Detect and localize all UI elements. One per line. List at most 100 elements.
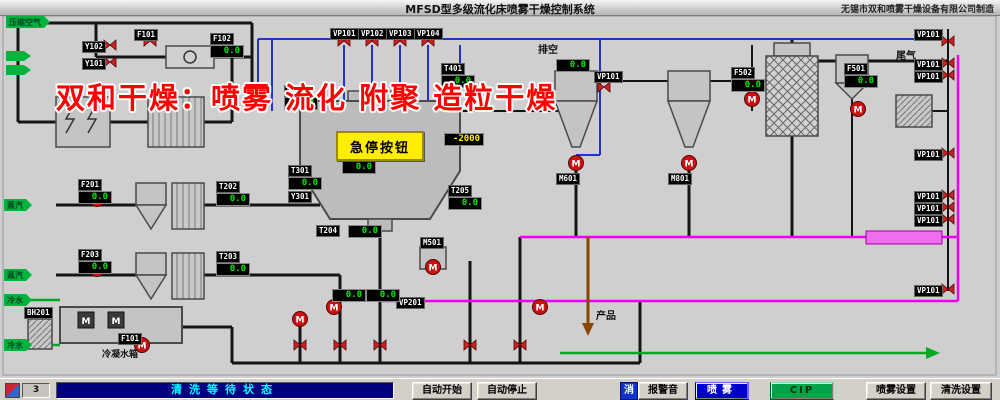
process-diagram: M [0,15,1000,378]
readout-t202: 0.0 [216,193,250,206]
alarm-sound-button[interactable]: 报警音 [638,382,688,400]
cyclone-4-body [135,252,167,276]
tag-t202: T202 [216,181,241,193]
motor-bottom-1[interactable] [292,311,308,327]
tag-y102: Y102 [82,41,107,53]
heat-exchanger-1 [55,96,111,148]
tag-f501: F501 [844,63,869,75]
tag-f203: F203 [78,249,103,261]
tag-f101: F101 [134,29,159,41]
tag-t203: T203 [216,251,241,263]
tag-vp101-mid: VP101 [594,71,623,83]
chamber-dome [347,90,413,102]
tag-t201: T201 [284,85,309,97]
flow-arrow-steam-2: 蒸汽 [4,269,32,281]
filter-1 [147,96,205,148]
tag-f201: F201 [78,179,103,191]
motor-m601[interactable] [568,155,584,171]
auto-stop-button[interactable]: 自动停止 [477,382,537,400]
agitator-motor-label: M [112,317,121,327]
green-arrowhead [926,347,940,359]
readout-t205: 0.0 [448,197,482,210]
cyclone-2-body [667,70,711,102]
readout-f203: 0.0 [78,261,112,274]
tag-vp101-r4: VP101 [914,149,943,161]
vent-label: 排空 [538,45,558,56]
tag-m501: M501 [420,237,445,249]
tag-y301: Y301 [288,191,313,203]
pipes-black-thin [460,29,949,291]
tag-t205: T205 [448,185,473,197]
mute-alarm-icon[interactable]: 消 [620,382,638,400]
product-arrowhead [582,323,594,336]
tag-vp101-r3: VP101 [914,71,943,83]
flow-arrow-coldwater-1: 冷水 [4,294,32,306]
tail-gas-label: 尾气 [896,51,916,62]
page-indicator[interactable]: 3 [22,383,50,398]
heater-coil-icon [64,104,98,134]
cip-mode-button[interactable]: CIP [770,382,834,400]
motor-f501[interactable] [850,101,866,117]
status-display: 清洗等待状态 [56,382,394,399]
condenser-cap [773,42,811,57]
condenser-tower [765,55,819,137]
exhaust-filter [895,94,933,128]
valve-mid[interactable] [597,81,611,93]
tag-y101: Y101 [82,58,107,70]
readout-f102: 0.0 [210,45,244,58]
pipe-label-band [865,230,943,245]
diagram-frame [2,15,997,376]
flow-arrow [6,51,31,61]
cyclone-3-cone [134,204,168,231]
spray-mode-button[interactable]: 喷雾 [695,382,749,400]
filter-2 [171,182,205,230]
auto-start-button[interactable]: 自动开始 [412,382,472,400]
readout-top-mid: 0.0 [556,59,590,72]
pipes-blue [257,38,936,156]
cyclone-2-cone [666,100,712,148]
flow-device-f102 [165,45,215,69]
motor-m501[interactable] [425,259,441,275]
clean-settings-button[interactable]: 清洗设置 [930,382,992,400]
tag-vp101-r7: VP101 [914,215,943,227]
tag-vp104: VP104 [414,28,443,40]
filter-3 [171,252,205,300]
readout-chamber-temp: 0.0 [342,161,376,174]
flow-arrow-steam-1: 蒸汽 [4,199,32,211]
readout-bottom-2: 0.0 [366,289,400,302]
app-icon [5,383,20,398]
motor-f502[interactable] [744,91,760,107]
readout-t301: 0.0 [288,177,322,190]
cyclone-1-cone [553,100,599,148]
tag-t401: T401 [441,63,466,75]
tag-vp101-r1: VP101 [914,29,943,41]
tag-vp103: VP103 [386,28,415,40]
control-bar: 3 清洗等待状态 自动开始 自动停止 消 报警音 喷雾 CIP 喷雾设置 清洗设… [0,378,1000,400]
motor-bottom-3[interactable] [532,299,548,315]
readout-t401: 0.0 [441,75,475,88]
readout-t201: 0.0 [284,97,318,110]
tag-t204: T204 [316,225,341,237]
tag-vp101-r8: VP101 [914,285,943,297]
readout-f201: 0.0 [78,191,112,204]
tag-bh201: BH201 [24,307,53,319]
tag-vp101-r2: VP101 [914,59,943,71]
readout-bottom-1: 0.0 [332,289,366,302]
emergency-stop-button[interactable]: 急停按钮 [336,131,424,161]
tag-m801: M801 [668,173,693,185]
spray-settings-button[interactable]: 喷雾设置 [866,382,926,400]
tag-f102: F102 [210,33,235,45]
cyclone-3-body [135,182,167,206]
tag-t301: T301 [288,165,313,177]
motor-m801[interactable] [681,155,697,171]
tag-vp101-top: VP101 [330,28,359,40]
tank-agitators[interactable]: M M [77,311,125,329]
motors [89,91,866,353]
tag-f101-pump: F101 [118,333,143,345]
flow-meter-icon [183,50,197,64]
tag-vp101-r5: VP101 [914,191,943,203]
cyclone-1-body [554,70,598,102]
cyclone-4-cone [134,274,168,301]
tag-f502: F502 [731,67,756,79]
